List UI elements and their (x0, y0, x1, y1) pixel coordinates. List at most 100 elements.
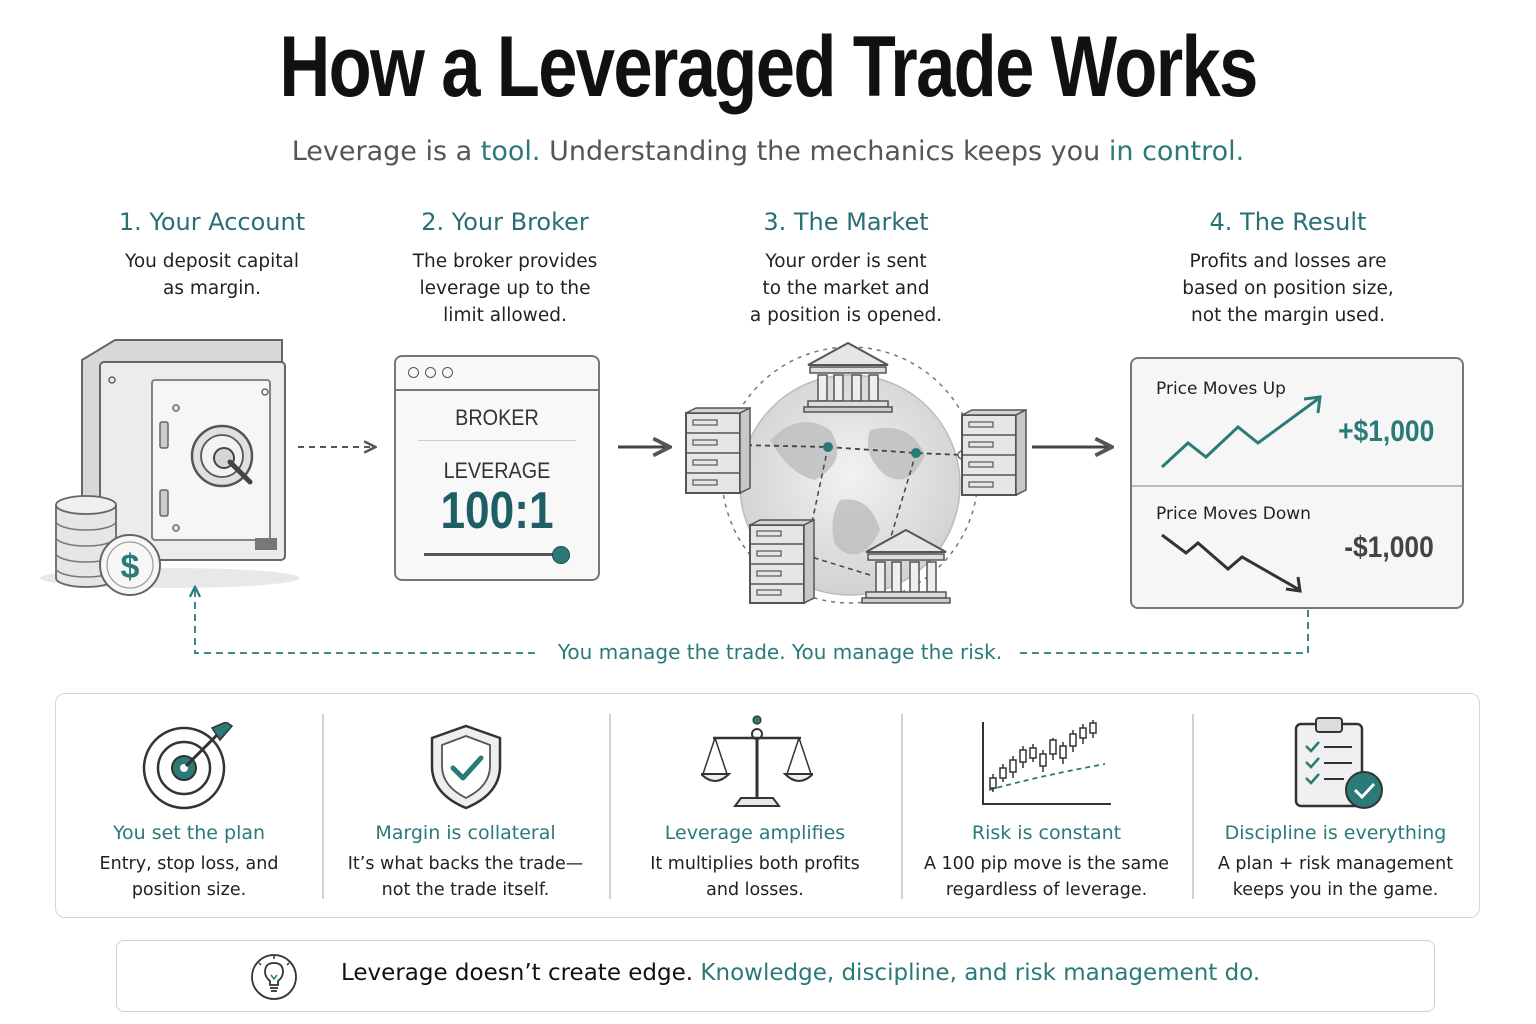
principles-panel: You set the plan Entry, stop loss, and p… (55, 693, 1480, 918)
principle-desc-line: A 100 pip move is the same (923, 854, 1170, 874)
principle-desc-line: keeps you in the game. (1232, 880, 1439, 900)
dollar-icon: $ (121, 548, 140, 586)
step-title: 2. Your Broker (421, 208, 589, 236)
step-desc-line: as margin. (163, 278, 261, 299)
window-dot-icon (442, 367, 453, 378)
principle-desc-line: It’s what backs the trade— (347, 854, 584, 874)
loss-amount: -$1,000 (1344, 531, 1434, 564)
scales-icon (701, 715, 813, 807)
server-icon (749, 518, 815, 605)
step-desc-line: not the margin used. (1191, 305, 1385, 326)
step-description: Your order is sent to the market and a p… (716, 248, 976, 329)
bank-icon (861, 528, 951, 604)
subtitle-text-1: Leverage is a (291, 136, 481, 167)
manage-risk-caption: You manage the trade. You manage the ris… (540, 640, 1020, 664)
column-divider (322, 714, 324, 899)
step-description: You deposit capital as margin. (92, 248, 332, 302)
trend-up-icon (1160, 395, 1322, 469)
safe-icon (40, 339, 300, 588)
step-desc-line: Your order is sent (765, 251, 927, 272)
principle-description: Entry, stop loss, and position size. (56, 851, 322, 903)
broker-name-label: BROKER (455, 405, 539, 430)
principle-desc-line: It multiplies both profits (650, 854, 860, 874)
principle-card: Leverage amplifies It multiplies both pr… (609, 694, 901, 919)
step-desc-line: The broker provides (412, 251, 598, 272)
step-description: Profits and losses are based on position… (1150, 248, 1426, 329)
feedback-loop-line (195, 588, 535, 654)
principle-description: It’s what backs the trade— not the trade… (322, 851, 609, 903)
page-title: How a Leveraged Trade Works (279, 19, 1258, 115)
principle-title: Risk is constant (971, 822, 1122, 844)
server-icon (685, 406, 751, 495)
step-broker: 2. Your Broker The broker provides lever… (380, 208, 630, 329)
lightbulb-icon (251, 954, 297, 1000)
divider (1132, 485, 1462, 487)
principle-desc-line: regardless of leverage. (945, 880, 1148, 900)
leverage-label: LEVERAGE (443, 458, 551, 483)
principle-card: Margin is collateral It’s what backs the… (322, 694, 609, 919)
subtitle-text-2: Understanding the mechanics keeps you (540, 136, 1109, 167)
step-description: The broker provides leverage up to the l… (380, 248, 630, 329)
principle-card: You set the plan Entry, stop loss, and p… (56, 694, 322, 919)
result-panel: Price Moves Up +$1,000 Price Moves Down … (1130, 357, 1464, 609)
window-dot-icon (425, 367, 436, 378)
price-up-label: Price Moves Up (1156, 379, 1286, 399)
column-divider (609, 714, 611, 899)
step-market: 3. The Market Your order is sent to the … (716, 208, 976, 329)
step-desc-line: based on position size, (1182, 278, 1394, 299)
bank-icon (803, 341, 893, 413)
subtitle-highlight-tool: tool. (480, 136, 541, 167)
principle-title: Margin is collateral (375, 822, 556, 844)
shield-check-icon (430, 724, 502, 810)
column-divider (901, 714, 903, 899)
page-subtitle: Leverage is a tool. Understanding the me… (0, 136, 1536, 167)
leverage-slider-knob (552, 546, 570, 564)
principle-card: Discipline is everything A plan + risk m… (1192, 694, 1479, 919)
column-divider (1192, 714, 1194, 899)
principle-card: Risk is constant A 100 pip move is the s… (901, 694, 1192, 919)
principle-title: Leverage amplifies (664, 822, 846, 844)
principle-description: A plan + risk management keeps you in th… (1192, 851, 1479, 903)
step-desc-line: limit allowed. (443, 305, 567, 326)
principle-desc-line: not the trade itself. (381, 880, 550, 900)
step-title: 1. Your Account (118, 208, 306, 236)
step-desc-line: leverage up to the (419, 278, 591, 299)
principle-desc-line: A plan + risk management (1217, 854, 1454, 874)
step-result: 4. The Result Profits and losses are bas… (1150, 208, 1426, 329)
step-desc-line: You deposit capital (125, 251, 299, 272)
coin-stack-icon: $ (55, 495, 161, 596)
step-title: 4. The Result (1209, 208, 1367, 236)
leverage-slider-track (424, 553, 562, 556)
window-title-bar (396, 357, 598, 391)
step-title: 3. The Market (763, 208, 929, 236)
step-desc-line: Profits and losses are (1189, 251, 1387, 272)
target-icon (142, 722, 234, 810)
clipboard-check-icon (1294, 717, 1383, 809)
window-dot-icon (408, 367, 419, 378)
principle-title: Discipline is everything (1224, 822, 1447, 844)
divider (418, 440, 576, 441)
principle-description: A 100 pip move is the same regardless of… (901, 851, 1192, 903)
candlestick-chart-icon (982, 720, 1111, 805)
price-down-label: Price Moves Down (1156, 504, 1311, 524)
step-desc-line: to the market and (762, 278, 930, 299)
step-account: 1. Your Account You deposit capital as m… (92, 208, 332, 302)
trend-down-icon (1161, 533, 1302, 593)
flow-diagram: $ (40, 339, 1309, 654)
footer-highlight: Knowledge, discipline, and risk manageme… (700, 960, 1261, 986)
footer-text: Leverage doesn’t create edge. (341, 960, 701, 986)
principle-desc-line: position size. (131, 880, 247, 900)
broker-window: BROKER LEVERAGE 100:1 (394, 355, 600, 581)
footer-banner: Leverage doesn’t create edge. Knowledge,… (116, 940, 1435, 1012)
profit-amount: +$1,000 (1337, 415, 1434, 448)
footer-message: Leverage doesn’t create edge. Knowledge,… (341, 960, 1260, 986)
principle-title: You set the plan (112, 822, 266, 844)
feedback-loop-line (1020, 610, 1309, 654)
principle-desc-line: and losses. (706, 880, 804, 900)
leverage-value: 100:1 (440, 482, 554, 540)
step-desc-line: a position is opened. (749, 305, 943, 326)
principle-desc-line: Entry, stop loss, and (99, 854, 279, 874)
server-icon (961, 408, 1027, 497)
principle-description: It multiplies both profits and losses. (609, 851, 901, 903)
subtitle-highlight-control: in control. (1108, 136, 1245, 167)
